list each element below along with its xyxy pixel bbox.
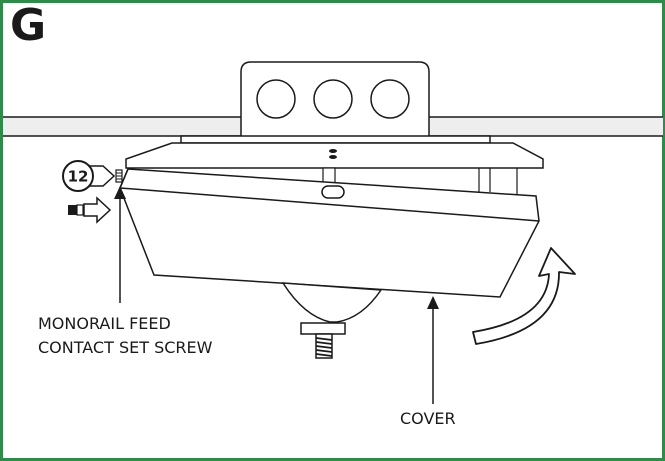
panel-letter: G (10, 0, 47, 51)
set-screw-leader (114, 186, 126, 303)
set-screw-label-line1: MONORAIL FEED (38, 314, 171, 333)
hex-key-arrow-icon (68, 196, 112, 224)
step-circle (62, 160, 94, 192)
set-screw-label-line2: CONTACT SET SCREW (38, 338, 213, 357)
step-badge: 12 (62, 160, 116, 192)
cover-leader (427, 296, 439, 404)
set-screw-label: MONORAIL FEED CONTACT SET SCREW (38, 312, 212, 360)
plate-screw (329, 155, 337, 159)
knockout-circle (370, 79, 410, 119)
cover-slot (321, 185, 345, 199)
cover-label: COVER (400, 409, 456, 428)
plate-screw (329, 149, 337, 153)
rotate-cover-arrow-icon (472, 247, 576, 345)
step-number: 12 (68, 168, 89, 186)
knockout-circle (313, 79, 353, 119)
cover-shape (119, 168, 540, 298)
knockout-circle (256, 79, 296, 119)
lamp-socket (281, 282, 383, 359)
junction-box (240, 61, 430, 136)
set-screw-icon (115, 169, 123, 183)
